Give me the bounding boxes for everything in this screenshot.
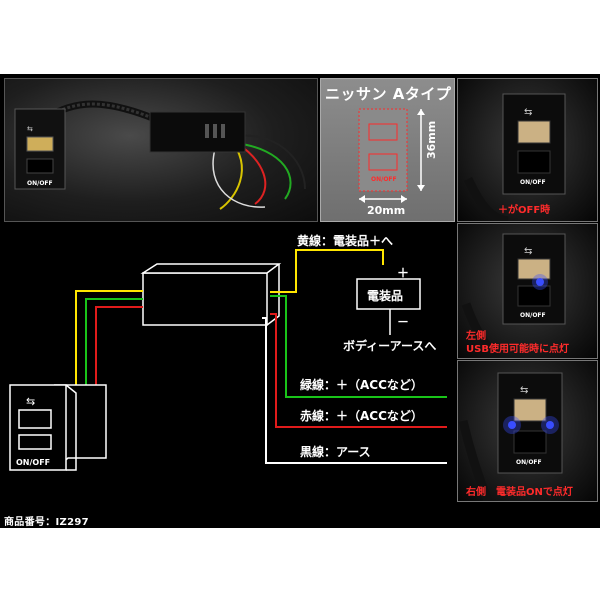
- svg-text:⇆: ⇆: [27, 125, 33, 133]
- device-label: 電装品: [367, 289, 404, 303]
- red-wire-left: [95, 306, 143, 390]
- switch-off-illustration: ⇆: [463, 93, 566, 221]
- side-photo-right-led: ⇆ ON/OFF 右側 電装品ONで点灯: [457, 360, 598, 502]
- svg-text:⇆: ⇆: [26, 395, 35, 408]
- spec-width: 20mm: [367, 204, 406, 217]
- spec-title: ニッサン Aタイプ: [325, 85, 452, 103]
- red-wire-label: 赤線：＋（ACCなど）: [300, 409, 423, 423]
- side3-on-off-label: ON/OFF: [516, 459, 542, 466]
- device-box: [356, 278, 421, 310]
- side-photo-off: ⇆ ON/OFF ＋がOFF時: [457, 78, 598, 222]
- svg-text:⇆: ⇆: [524, 107, 532, 118]
- product-photo: ⇆ ON/OFF: [4, 78, 318, 222]
- side1-on-off-label: ON/OFF: [520, 179, 546, 186]
- black-wire: [262, 317, 447, 464]
- green-wire: [270, 295, 447, 398]
- caption-right: 右側 電装品ONで点灯: [466, 487, 573, 498]
- caption-left-1: 左側: [466, 331, 486, 342]
- photo-switch-on-off-label: ON/OFF: [27, 180, 53, 187]
- green-wire-left: [85, 298, 143, 390]
- device-plus: ＋: [397, 266, 410, 280]
- switch-right-led-illustration: ⇆: [458, 372, 563, 501]
- side-photo-left-led: ⇆ ON/OFF 左側 USB使用可能時に点灯: [457, 223, 598, 359]
- body-ground-label: ボディーアースへ: [343, 339, 437, 353]
- side2-on-off-label: ON/OFF: [520, 312, 546, 319]
- svg-text:⇆: ⇆: [520, 385, 528, 396]
- product-photo-illustration: ⇆: [14, 100, 306, 210]
- spec-dimension-drawing: [358, 108, 425, 203]
- control-box: [142, 272, 268, 326]
- switch-on-off-label: ON/OFF: [16, 458, 51, 467]
- caption-off: ＋がOFF時: [498, 205, 551, 216]
- spec-on-off-label: ON/OFF: [371, 176, 397, 183]
- black-wire-label: 黒線：アース: [300, 445, 371, 459]
- spec-panel: ニッサン Aタイプ 20mm 36mm ON/OFF: [320, 78, 455, 222]
- yellow-wire-label: 黄線：電装品＋へ: [297, 234, 394, 248]
- product-number: 商品番号：IZ297: [4, 517, 89, 528]
- switch-left-led-illustration: ⇆: [461, 233, 566, 358]
- svg-text:⇆: ⇆: [524, 246, 532, 257]
- green-wire-label: 緑線：＋（ACCなど）: [300, 378, 423, 392]
- yellow-wire: [270, 249, 384, 293]
- red-wire: [270, 313, 447, 428]
- yellow-wire-left: [75, 290, 143, 390]
- caption-left-2: USB使用可能時に点灯: [466, 344, 569, 355]
- device-minus: －: [397, 315, 410, 329]
